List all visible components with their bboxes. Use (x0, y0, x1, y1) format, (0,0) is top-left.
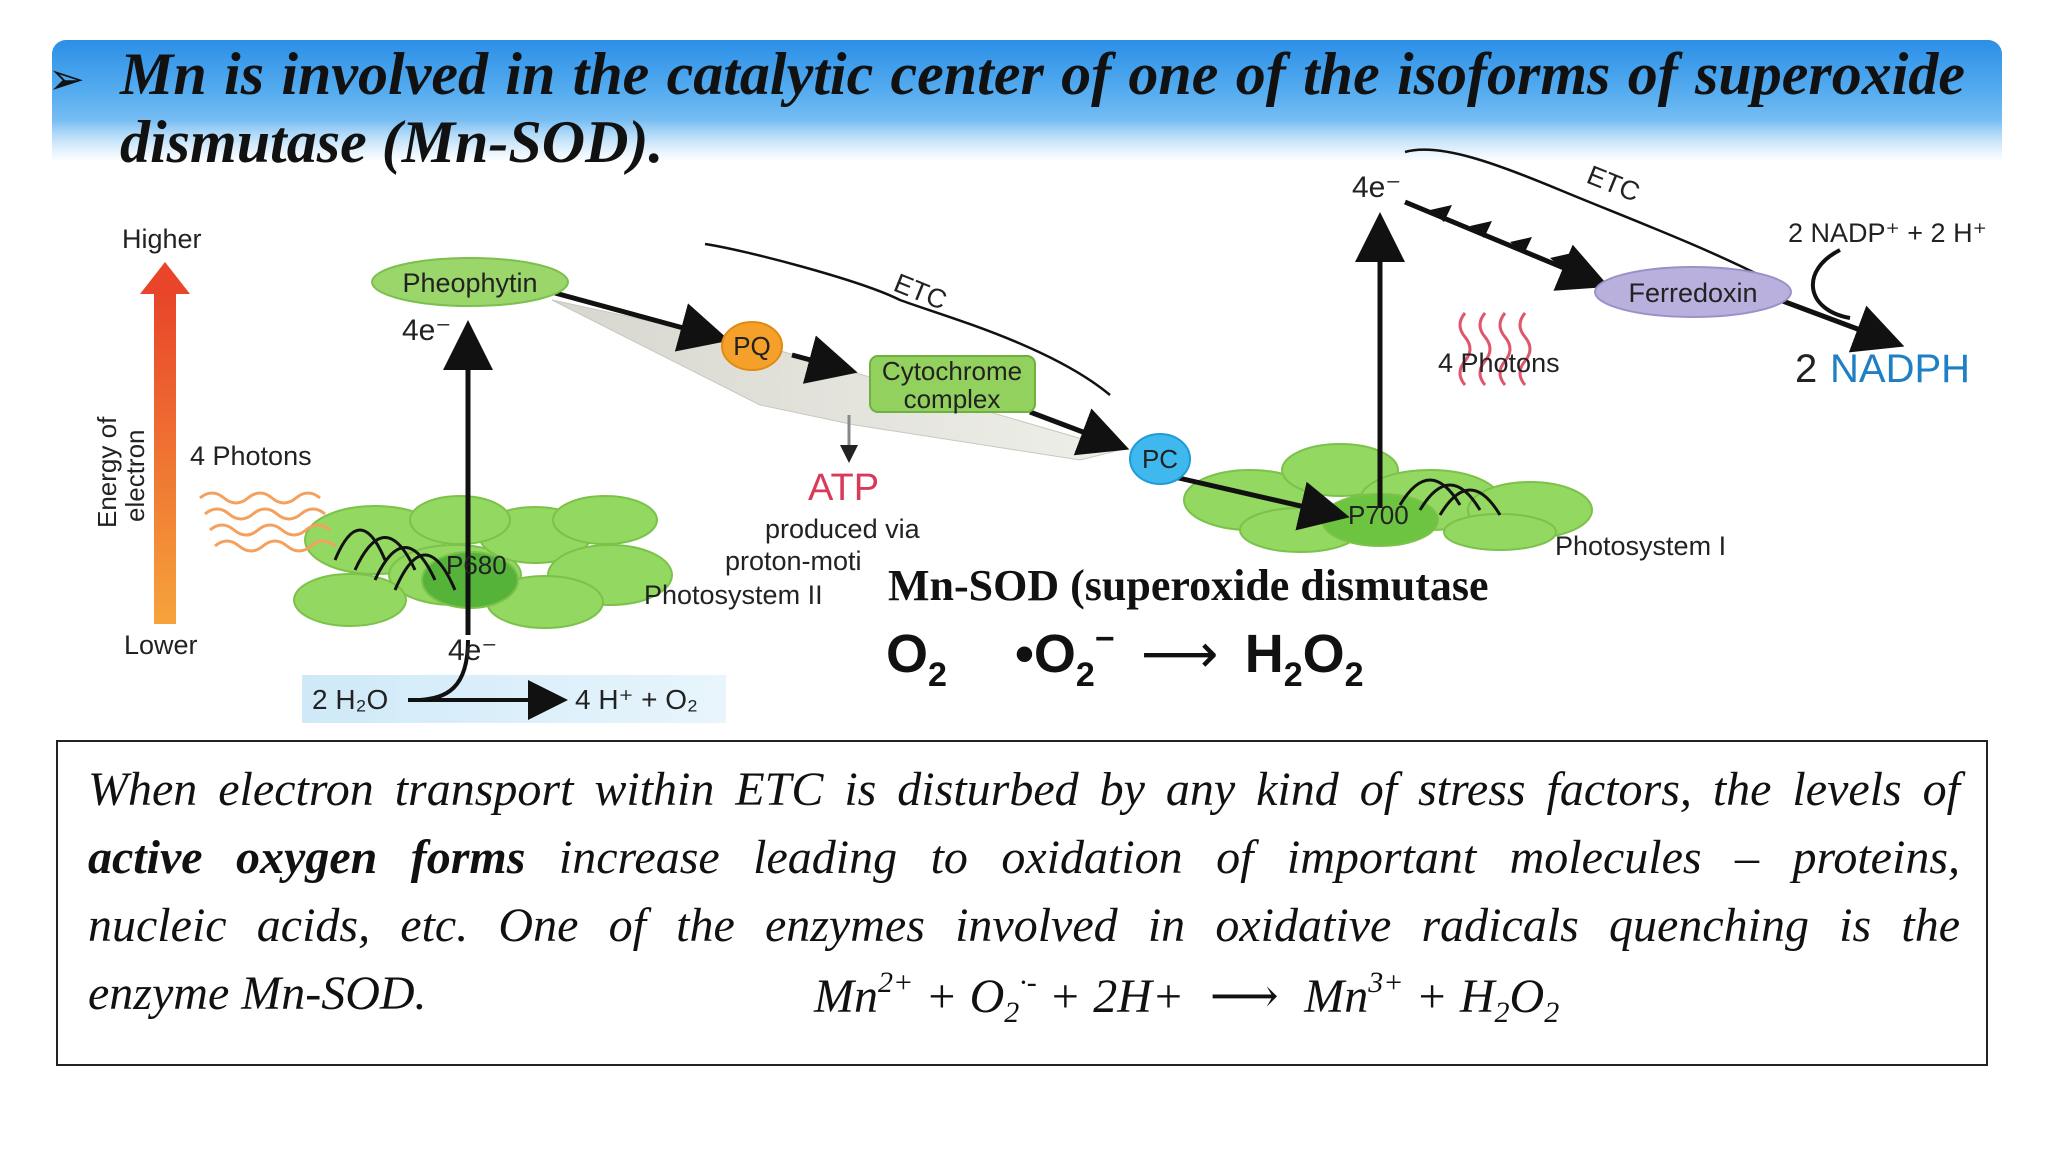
eq-plus-h: + 2H+ (1036, 970, 1185, 1023)
slide-title-line-1: Mn is involved in the catalytic center o… (120, 41, 1965, 107)
eq-mn3-charge: 3+ (1368, 966, 1404, 999)
eq-mn: Mn (814, 970, 878, 1023)
label-atp-note-1: produced via (765, 514, 921, 544)
photon-arcs-right (1398, 478, 1502, 516)
label-water-products: 4 H⁺ + O₂ (575, 684, 698, 715)
label-p700: P700 (1348, 500, 1409, 530)
label-higher: Higher (122, 224, 202, 254)
paragraph-line-1: When electron transport within ETC is di… (88, 763, 1960, 816)
photon-arcs-left (333, 528, 457, 591)
label-lower: Lower (124, 630, 198, 660)
paragraph-line-2: active oxygen forms increase leading to … (88, 830, 1960, 885)
active-oxygen-forms: active oxygen forms (88, 831, 526, 884)
etc-bracket-left (704, 242, 1111, 396)
sod-reaction-arrow: ⟶ (1140, 624, 1219, 684)
sod-product-sub1: 2 (1283, 656, 1303, 694)
label-ferredoxin: Ferredoxin (1628, 278, 1757, 308)
sod-product-h: H (1244, 624, 1284, 684)
paragraph-line-2-rest: increase leading to oxidation of importa… (525, 831, 1961, 884)
label-nadph-count: 2 (1795, 347, 1817, 391)
eq-o: O (1509, 970, 1545, 1023)
eq-h-sub: 2 (1494, 996, 1510, 1029)
label-atp-note-2: proton-moti (725, 546, 862, 576)
eq-mn3: Mn (1304, 970, 1369, 1023)
sod-radical: •O (1014, 624, 1076, 684)
label-p680: P680 (446, 550, 507, 580)
label-photosystem-ii: Photosystem II (644, 580, 823, 610)
label-nadp: 2 NADP⁺ + 2 H⁺ (1788, 218, 1987, 248)
paragraph-line-3: nucleic acids, etc. One of the enzymes i… (88, 899, 1960, 952)
pheophytin-node (371, 257, 569, 307)
sod-radical-sup: − (1094, 620, 1115, 658)
label-water: 2 H₂O (312, 684, 388, 715)
eq-o-sub: 2 (1004, 996, 1020, 1029)
label-photosystem-i: Photosystem I (1555, 531, 1726, 561)
ferredoxin-node (1594, 266, 1792, 318)
eq-mn-charge: 2+ (877, 966, 914, 999)
nadp-curve (1811, 248, 1851, 320)
label-etc-left: ETC (890, 268, 951, 316)
label-photons-left: 4 Photons (190, 441, 312, 471)
eq-o2-sub: 2 (1544, 996, 1560, 1029)
label-photons-right: 4 Photons (1438, 348, 1560, 378)
explanation-box: When electron transport within ETC is di… (56, 740, 1988, 1066)
eq-plus-h2: + H (1403, 970, 1495, 1023)
energy-axis: Higher Lower Energy of electron (92, 224, 202, 660)
label-pheophytin: Pheophytin (402, 268, 537, 298)
title-banner-fade (52, 120, 2002, 162)
label-atp: ATP (808, 467, 879, 509)
eq-plus-o: + O (913, 970, 1005, 1023)
etc-bracket-right (1404, 148, 1766, 280)
paragraph-line-4: enzyme Mn-SOD. (88, 967, 427, 1020)
slide-title-line-2: dismutase (Mn-SOD). (120, 109, 664, 175)
pc-node (1129, 433, 1191, 485)
sod-o2: O (886, 624, 929, 684)
label-4e-pheophytin: 4e⁻ (402, 314, 451, 347)
label-4e-water: 4e⁻ (448, 634, 497, 667)
label-cytochrome-2: complex (904, 384, 1001, 414)
energy-axis-label-2: electron (120, 430, 150, 523)
label-cytochrome-1: Cytochrome (882, 356, 1022, 386)
label-pc: PC (1142, 444, 1178, 474)
mn-sod-reaction: Mn2+ + O2·- + 2H+⟶Mn3+ + H2O2 (814, 966, 1559, 1030)
cytochrome-complex-node (869, 355, 1036, 413)
photosystem-i-complex (1183, 443, 1593, 553)
eq-o-charge: ·- (1019, 966, 1037, 999)
label-etc-right: ETC (1583, 160, 1644, 208)
bullet-arrow-icon: ➢ (48, 54, 85, 105)
sod-radical-sub: 2 (1075, 656, 1095, 694)
label-pq: PQ (733, 331, 771, 361)
energy-axis-label-1: Energy of (92, 416, 122, 528)
eq-arrow: ⟶ (1209, 970, 1279, 1023)
photon-waves-right (1458, 312, 1532, 386)
label-4e-p700: 4e⁻ (1352, 171, 1401, 204)
pq-node (721, 321, 783, 371)
sod-product-sub2: 2 (1344, 656, 1364, 694)
sod-product-o: O (1302, 624, 1345, 684)
electron-chevrons (1430, 205, 1572, 270)
electron-flow-arrows (443, 199, 1905, 635)
label-nadph: NADPH (1830, 347, 1970, 391)
photosynthesis-diagram: Higher Lower Energy of electron (92, 148, 1987, 723)
photon-waves-left (199, 491, 336, 553)
sod-title: Mn-SOD (superoxide dismutase (888, 561, 1489, 610)
sod-o2-sub: 2 (928, 656, 947, 694)
sod-equation: O2 •O2− ⟶ H2O2 (886, 620, 1364, 695)
photosystem-ii-complex (293, 495, 673, 629)
